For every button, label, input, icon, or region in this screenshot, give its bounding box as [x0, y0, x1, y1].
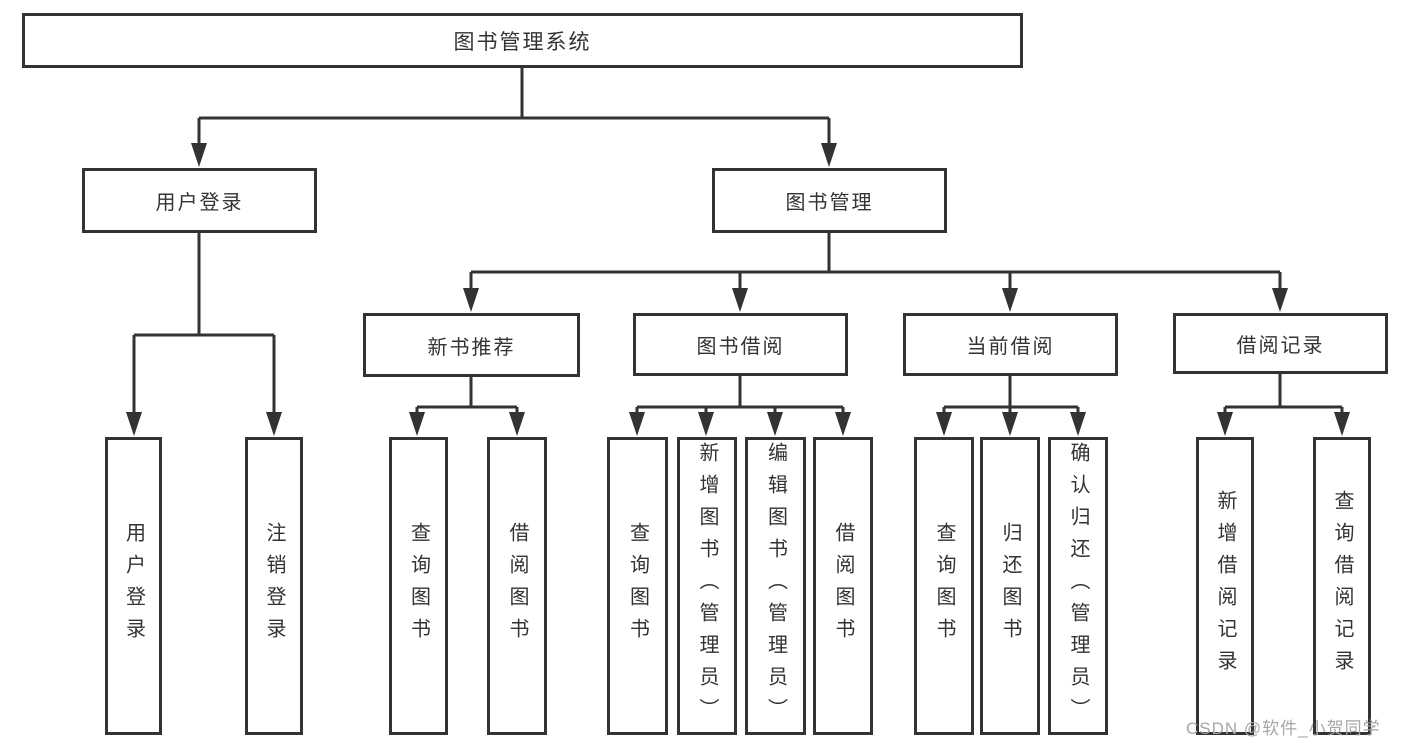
node-book-borrow: 图书借阅 — [633, 313, 848, 376]
node-leaf-query-book-borrow: 查询图书 — [607, 437, 668, 735]
node-label: 查询图书 — [407, 522, 430, 650]
connector-user-login — [132, 233, 276, 420]
node-leaf-confirm-return-admin: 确认归还（管理员） — [1048, 437, 1108, 735]
arrow-down-icon — [936, 412, 952, 436]
node-label: 查询借阅记录 — [1331, 490, 1353, 682]
arrow-down-icon — [1002, 288, 1018, 312]
node-label: 查询图书 — [933, 522, 955, 650]
node-leaf-query-borrow-record: 查询借阅记录 — [1313, 437, 1371, 735]
node-borrow-records: 借阅记录 — [1173, 313, 1388, 374]
arrow-down-icon — [821, 143, 837, 167]
arrow-down-icon — [463, 288, 479, 312]
node-leaf-add-book-admin: 新增图书（管理员） — [677, 437, 737, 735]
node-label: 借阅图书 — [832, 522, 854, 650]
node-leaf-borrow-book: 借阅图书 — [813, 437, 873, 735]
node-label: 借阅记录 — [1236, 335, 1325, 357]
arrow-down-icon — [1070, 412, 1086, 436]
arrow-down-icon — [1002, 412, 1018, 436]
arrow-down-icon — [509, 412, 525, 436]
node-leaf-edit-book-admin: 编辑图书（管理员） — [745, 437, 806, 735]
arrow-down-icon — [835, 412, 851, 436]
node-user-login: 用户登录 — [82, 168, 317, 233]
node-leaf-logout: 注销登录 — [245, 437, 303, 735]
arrow-down-icon — [732, 288, 748, 312]
csdn-watermark: CSDN @软件_小贺同学 — [1186, 719, 1381, 738]
node-library-system: 图书管理系统 — [22, 13, 1023, 68]
node-leaf-add-borrow-record: 新增借阅记录 — [1196, 437, 1254, 735]
node-label: 借阅图书 — [506, 522, 528, 650]
arrowhead-icons — [126, 143, 1350, 436]
node-leaf-return-book: 归还图书 — [980, 437, 1040, 735]
arrow-down-icon — [1217, 412, 1233, 436]
node-leaf-query-book-current: 查询图书 — [914, 437, 974, 735]
connector-root — [197, 68, 831, 150]
node-label: 用户登录 — [122, 522, 145, 650]
node-label: 查询图书 — [626, 522, 649, 650]
arrow-down-icon — [266, 412, 282, 436]
connector-book-management — [469, 233, 1282, 296]
node-label: 注销登录 — [263, 522, 285, 650]
node-label: 图书借阅 — [696, 336, 785, 358]
arrow-down-icon — [698, 412, 714, 436]
node-label: 当前借阅 — [966, 336, 1055, 358]
node-label: 新增图书（管理员） — [696, 442, 718, 730]
connector-lines — [132, 68, 1344, 420]
arrow-down-icon — [767, 412, 783, 436]
arrow-down-icon — [409, 412, 425, 436]
node-current-borrow: 当前借阅 — [903, 313, 1118, 376]
arrow-down-icon — [1334, 412, 1350, 436]
arrow-down-icon — [191, 143, 207, 167]
node-label: 图书管理系统 — [453, 30, 592, 54]
connector-borrow-records — [1223, 374, 1344, 420]
connector-new-book — [415, 377, 519, 420]
node-leaf-user-login: 用户登录 — [105, 437, 162, 735]
node-label: 确认归还（管理员） — [1067, 442, 1089, 730]
node-leaf-query-book-recommend: 查询图书 — [389, 437, 448, 735]
arrow-down-icon — [126, 412, 142, 436]
node-book-management: 图书管理 — [712, 168, 947, 233]
node-label: 用户登录 — [155, 192, 244, 214]
connector-book-borrow — [635, 376, 845, 420]
node-leaf-borrow-book-recommend: 借阅图书 — [487, 437, 547, 735]
arrow-down-icon — [629, 412, 645, 436]
node-new-book-recommend: 新书推荐 — [363, 313, 580, 377]
node-label: 编辑图书（管理员） — [764, 442, 787, 730]
node-label: 图书管理 — [785, 192, 874, 214]
node-label: 新书推荐 — [427, 336, 516, 359]
node-label: 新增借阅记录 — [1214, 490, 1236, 682]
node-label: 归还图书 — [999, 522, 1021, 650]
arrow-down-icon — [1272, 288, 1288, 312]
